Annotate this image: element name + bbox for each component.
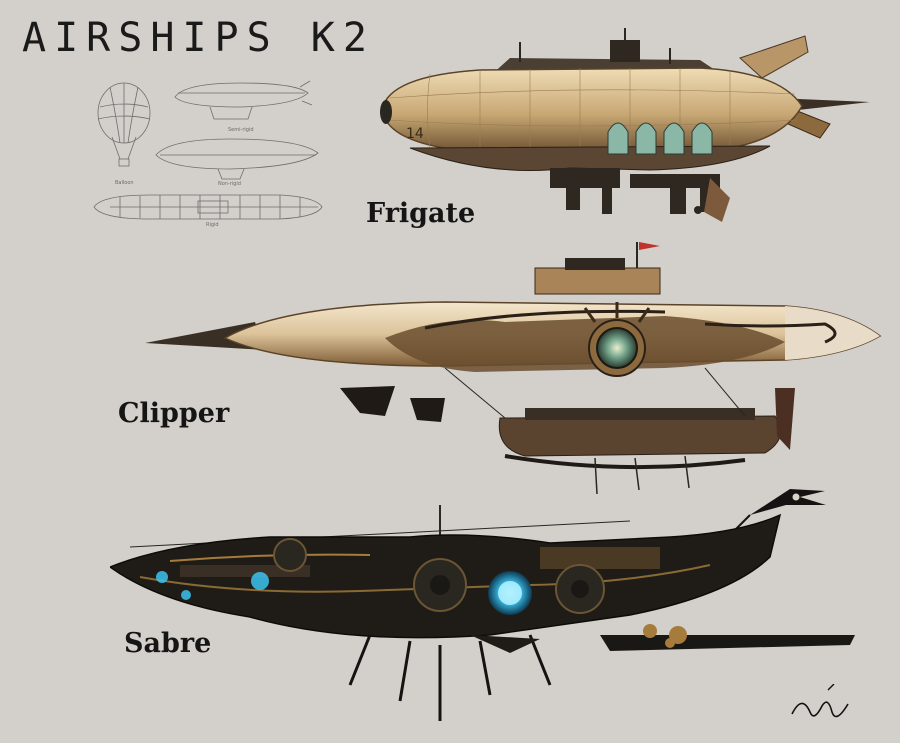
- energy-core-icon: [498, 581, 522, 605]
- artist-signature-icon: [791, 684, 849, 718]
- sketch-caption-balloon: Balloon: [115, 180, 134, 186]
- engine-eye-icon: [596, 327, 638, 369]
- sketch-caption-non-rigid: Non-rigid: [218, 181, 241, 187]
- frigate-airship-illustration: 14: [380, 28, 870, 222]
- sabre-label: Sabre: [124, 628, 212, 659]
- sabre-airship-illustration: [110, 489, 855, 721]
- semi-rigid-sketch: [174, 80, 313, 120]
- red-flag-icon: [639, 242, 660, 250]
- frigate-label: Frigate: [366, 198, 476, 229]
- svg-text:14: 14: [406, 126, 424, 142]
- rigid-sketch: [93, 194, 323, 220]
- sketch-caption-rigid: Rigid: [206, 222, 219, 228]
- reference-sketches: [93, 80, 323, 220]
- balloon-sketch: [97, 82, 151, 167]
- clipper-label: Clipper: [118, 398, 230, 429]
- sheet-title: AIRSHIPS K2: [22, 15, 375, 61]
- clipper-airship-illustration: [145, 242, 882, 495]
- sketch-caption-semi-rigid: Semi-rigid: [228, 127, 254, 133]
- skull-flag-icon: [792, 493, 800, 501]
- non-rigid-sketch: [155, 138, 319, 180]
